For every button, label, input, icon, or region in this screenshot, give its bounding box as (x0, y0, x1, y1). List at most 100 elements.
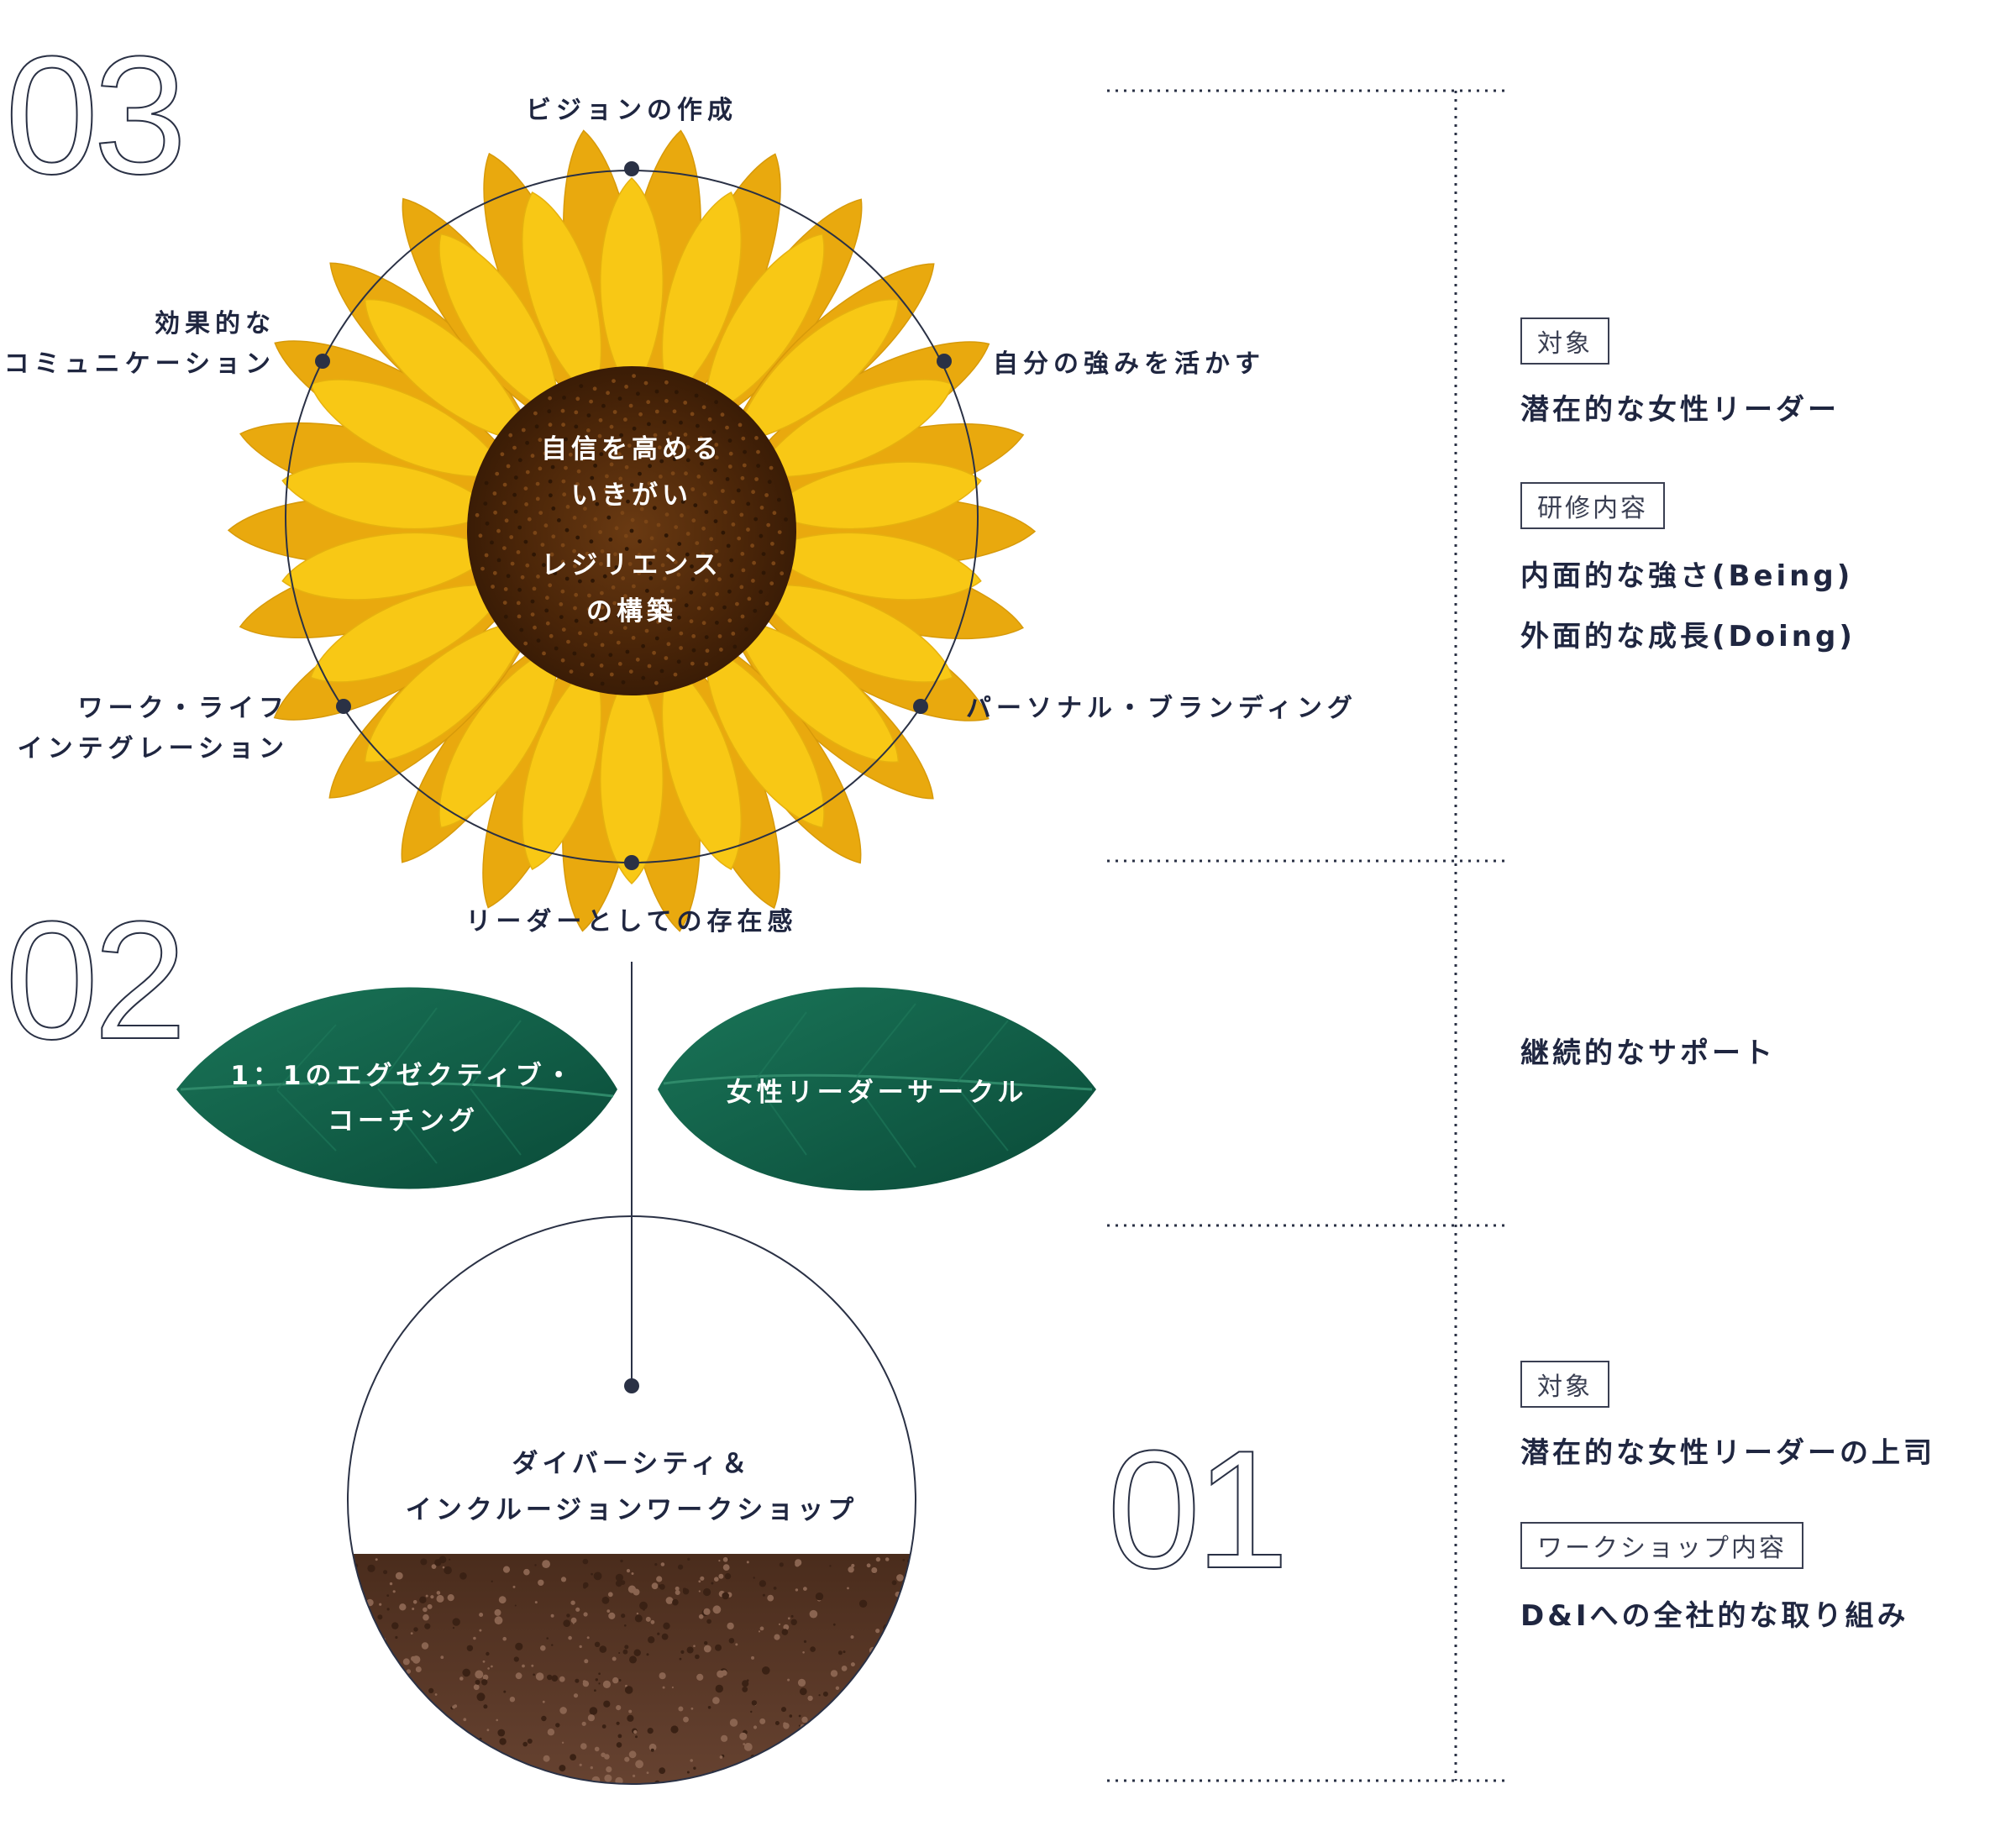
soil-grain (487, 1667, 490, 1670)
seed-dot (772, 511, 777, 516)
seed-dot (741, 568, 746, 573)
soil-grain (413, 1627, 418, 1632)
soil-grain (646, 1653, 649, 1656)
seed-dot (513, 509, 518, 514)
soil-grain (902, 1674, 907, 1679)
root-text: ダイバーシティ＆ インクルージョンワークショップ (380, 1441, 884, 1534)
seed-dot (599, 452, 604, 457)
soil-grain (904, 1724, 913, 1733)
seed-dot (662, 576, 667, 581)
soil-grain (858, 1599, 868, 1608)
soil-grain (390, 1757, 393, 1760)
soil-grain (381, 1693, 390, 1702)
soil-grain (360, 1761, 369, 1771)
seed-dot (759, 590, 764, 595)
seed-dot (742, 463, 747, 468)
seed-dot (504, 518, 509, 523)
seed-dot (747, 596, 752, 601)
soil-grain (375, 1558, 378, 1561)
seed-dot (614, 526, 619, 531)
soil-grain (739, 1732, 748, 1740)
soil-grain (633, 1649, 641, 1656)
soil-grain (612, 1676, 619, 1684)
seed-dot (770, 542, 774, 546)
seed-dot (725, 425, 729, 430)
seed-dot (684, 603, 689, 608)
seed-dot (679, 646, 683, 650)
seed-dot (652, 650, 656, 655)
soil-grain (615, 1573, 624, 1582)
soil-grain (542, 1560, 550, 1568)
seed-dot (616, 491, 621, 496)
soil-grain (512, 1585, 516, 1588)
seed-dot (519, 627, 524, 632)
soil-grain (514, 1785, 516, 1787)
label-strengths: 自分の強みを活かす (993, 349, 1265, 379)
soil-grain (854, 1687, 857, 1689)
soil-grain (781, 1707, 786, 1713)
seed-dot (647, 422, 651, 427)
seed-dot (551, 506, 556, 511)
soil-grain (466, 1645, 474, 1652)
petal (600, 176, 664, 398)
soil-grain (904, 1662, 906, 1665)
soil-grain (712, 1697, 720, 1704)
soil-grain (906, 1716, 913, 1723)
soil-grain (843, 1705, 851, 1713)
soil-grain (834, 1740, 837, 1744)
seed-texture (475, 374, 788, 686)
seed-dot (503, 587, 508, 591)
soil-grain (672, 1598, 679, 1606)
seed-dot (521, 428, 526, 433)
soil-grain (570, 1617, 577, 1624)
soil-grain (675, 1586, 680, 1591)
seed-dot (607, 502, 612, 507)
soil-grain (453, 1776, 457, 1780)
seed-dot (606, 515, 612, 520)
seed-dot (624, 464, 629, 470)
seed-dot (533, 625, 537, 630)
soil-grain (803, 1587, 807, 1591)
soil-grain (542, 1700, 545, 1703)
soil-grain (687, 1557, 690, 1561)
soil-grain (459, 1768, 465, 1775)
soil-grain (549, 1774, 554, 1778)
seed-dot (714, 548, 719, 554)
soil-grain (606, 1609, 611, 1613)
seed-dot (662, 420, 667, 424)
seed-dot (576, 439, 580, 444)
seed-dot (625, 649, 630, 654)
seed-dot (685, 444, 690, 449)
soil-grain (850, 1635, 854, 1639)
seed-dot (727, 438, 732, 443)
seed-dot (638, 539, 642, 543)
soil-grain (412, 1608, 415, 1610)
seed-dot (621, 576, 626, 580)
sunflower-petals-front (281, 176, 982, 885)
seed-dot (492, 570, 497, 575)
soil-grain (391, 1622, 399, 1629)
soil-grain (699, 1780, 707, 1784)
seed-dot (524, 502, 528, 506)
soil-grain (698, 1590, 701, 1593)
seed-dot (736, 488, 741, 493)
soil-grain (427, 1603, 433, 1609)
soil-grain (815, 1778, 822, 1784)
seed-dot (575, 482, 580, 486)
seed-dot (635, 619, 640, 624)
soil-grain (912, 1606, 916, 1612)
soil-grain (814, 1734, 816, 1737)
soil-grain (799, 1687, 807, 1696)
seed-dot (643, 380, 648, 386)
soil-grain (729, 1718, 738, 1727)
seed-dot (701, 552, 706, 557)
soil-grain (604, 1774, 612, 1782)
soil-grain (420, 1558, 428, 1566)
soil-grain (617, 1734, 622, 1739)
soil-grain (570, 1754, 576, 1761)
root-circle (347, 1215, 916, 1785)
soil-grain (348, 1777, 353, 1784)
seed-dot (652, 506, 657, 511)
soil-grain (444, 1566, 452, 1575)
soil-grain (579, 1645, 582, 1649)
